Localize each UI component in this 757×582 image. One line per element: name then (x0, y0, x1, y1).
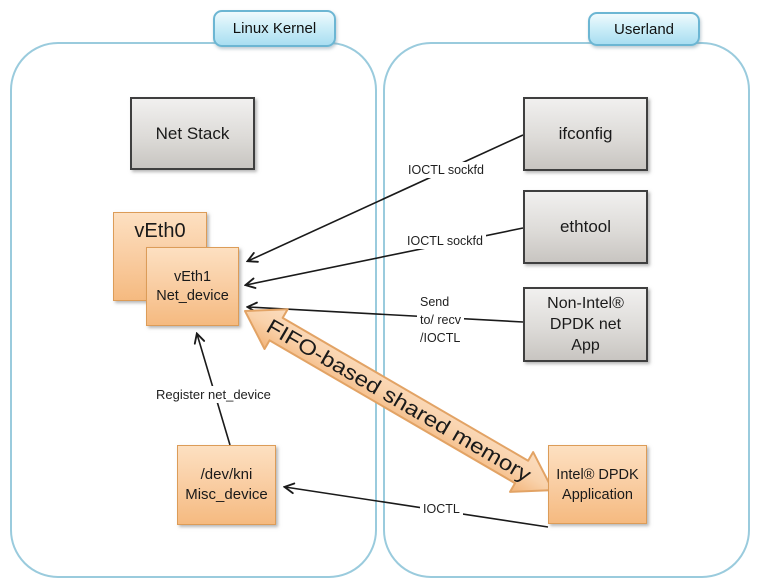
non-intel-label-line1: Non-Intel® (547, 295, 624, 312)
intel-dpdk-app-box: Intel® DPDK Application (548, 445, 647, 524)
send-recv-line1: Send (420, 295, 450, 309)
net-stack-box: Net Stack (130, 97, 255, 170)
net-stack-label: Net Stack (155, 123, 230, 143)
dev-kni-label-line1: /dev/kni (200, 466, 253, 483)
linux-kernel-tag-label: Linux Kernel (232, 20, 317, 37)
ethtool-label: ethtool (559, 217, 612, 236)
send-recv-line2: to/ recv (420, 313, 461, 327)
fifo-shared-memory-arrow: FIFO-based shared memory (244, 308, 554, 493)
veth1-box: vEth1 Net_device (146, 247, 239, 326)
veth0-label: vEth0 (134, 220, 186, 242)
edge-label-register-net-device: Register net_device (153, 386, 274, 403)
linux-kernel-tag: Linux Kernel (213, 10, 336, 47)
arrow-intelapp-to-kni-ioctl (285, 487, 549, 528)
edge-label-ioctl-sockfd-ethtool: IOCTL sockfd (404, 233, 486, 249)
userland-tag-label: Userland (613, 20, 675, 38)
edge-label-ioctl-kni: IOCTL (420, 501, 463, 517)
ifconfig-label: ifconfig (558, 124, 613, 143)
intel-app-label-line1: Intel® DPDK (556, 466, 639, 483)
send-recv-line3: /IOCTL (420, 331, 461, 345)
non-intel-dpdk-app-box: Non-Intel® DPDK net App (523, 287, 648, 362)
dev-kni-label-line2: Misc_device (185, 486, 268, 503)
arrow-ifconfig-to-veth1 (248, 134, 524, 261)
fifo-arrow-label: FIFO-based shared memory (262, 315, 535, 487)
veth1-label-line2: Net_device (156, 287, 229, 304)
arrow-nonintel-to-veth1 (248, 307, 524, 323)
dev-kni-box: /dev/kni Misc_device (177, 445, 276, 525)
non-intel-label-line2: DPDK net (549, 316, 622, 333)
veth1-label-line1: vEth1 (173, 268, 212, 285)
edge-label-send-recv-ioctl: Send to/ recv /IOCTL (417, 292, 464, 348)
intel-app-label-line2: Application (562, 486, 633, 503)
userland-tag: Userland (588, 12, 700, 46)
edge-label-ioctl-sockfd-ifconfig: IOCTL sockfd (405, 162, 487, 178)
ifconfig-box: ifconfig (523, 97, 648, 171)
non-intel-label-line3: App (571, 337, 600, 354)
ethtool-box: ethtool (523, 190, 648, 264)
